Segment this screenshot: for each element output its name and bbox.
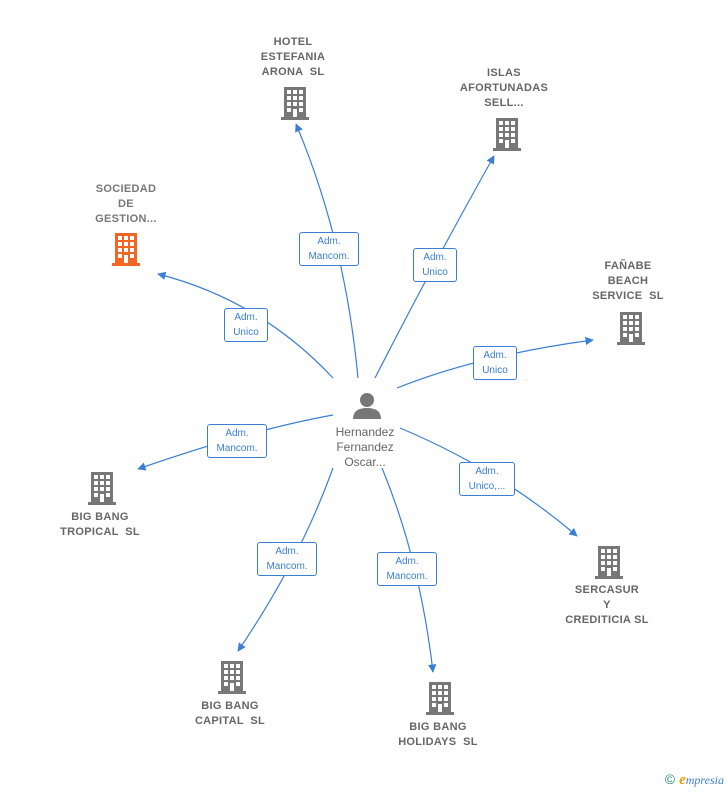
company-label-hotel-estefania[interactable]: HOTEL ESTEFANIA ARONA SL: [233, 35, 353, 80]
edge-label-big-bang-tropical[interactable]: Adm. Mancom.: [207, 424, 267, 458]
edge-label-line: Adm.: [395, 556, 419, 567]
edge-label-line: Adm.: [234, 312, 258, 323]
edge-label-line: Unico: [233, 327, 259, 338]
edge-label-line: Adm.: [475, 466, 499, 477]
brand-initial: e: [679, 772, 686, 788]
person-label-line: Hernandez: [335, 425, 395, 439]
company-label-line: BIG BANG: [71, 511, 129, 523]
person-label-line: Oscar...: [344, 455, 386, 469]
building-icon[interactable]: [218, 661, 246, 694]
edge-label-line: Mancom.: [308, 251, 350, 262]
company-label-line: FAÑABE: [604, 260, 652, 272]
company-label-line: SERVICE SL: [592, 290, 664, 302]
person-label-line: Fernandez: [336, 440, 394, 454]
company-label-big-bang-holidays[interactable]: BIG BANG HOLIDAYS SL: [378, 720, 498, 750]
building-icon[interactable]: [112, 233, 140, 266]
edge-label-line: Mancom.: [386, 571, 428, 582]
building-icon[interactable]: [88, 472, 116, 505]
company-label-big-bang-capital[interactable]: BIG BANG CAPITAL SL: [170, 699, 290, 729]
company-label-line: ESTEFANIA: [260, 51, 326, 63]
company-label-line: HOLIDAYS SL: [398, 736, 478, 748]
company-label-line: BIG BANG: [409, 721, 467, 733]
company-label-sociedad-gestion[interactable]: SOCIEDAD DE GESTION...: [66, 182, 186, 227]
building-icon[interactable]: [281, 87, 309, 120]
company-label-line: AFORTUNADAS: [459, 82, 549, 94]
company-label-sercasur[interactable]: SERCASUR Y CREDITICIA SL: [547, 583, 667, 628]
company-label-line: SERCASUR: [574, 584, 640, 596]
company-label-line: SELL...: [484, 97, 524, 109]
edge-label-line: Unico,...: [468, 481, 506, 492]
company-label-line: GESTION...: [95, 213, 157, 225]
company-label-line: DE: [118, 198, 134, 210]
edge-label-fanabe-beach[interactable]: Adm. Unico: [473, 346, 517, 380]
edge-label-line: Adm.: [225, 428, 249, 439]
company-label-line: BEACH: [607, 275, 649, 287]
building-icon[interactable]: [595, 546, 623, 579]
company-label-line: HOTEL: [273, 36, 313, 48]
edge-label-islas-afortunadas[interactable]: Adm. Unico: [413, 248, 457, 282]
edge-label-line: Adm.: [275, 546, 299, 557]
company-label-line: CREDITICIA SL: [565, 614, 649, 626]
edge-label-line: Adm.: [317, 236, 341, 247]
edge-label-line: Mancom.: [216, 443, 258, 454]
building-icon[interactable]: [493, 118, 521, 151]
company-label-fanabe-beach[interactable]: FAÑABE BEACH SERVICE SL: [568, 259, 688, 304]
copyright-icon: ©: [664, 771, 676, 787]
person-icon[interactable]: [353, 393, 381, 419]
company-label-line: BIG BANG: [201, 700, 259, 712]
edge-label-line: Unico: [422, 267, 448, 278]
company-label-line: ISLAS: [487, 67, 521, 79]
company-label-line: Y: [603, 599, 611, 611]
edge-label-line: Adm.: [423, 252, 447, 263]
edge-label-line: Unico: [482, 365, 508, 376]
brand-name: mpresia: [685, 773, 724, 787]
building-icon[interactable]: [426, 682, 454, 715]
edge-label-line: Mancom.: [266, 561, 308, 572]
edge-label-sercasur[interactable]: Adm. Unico,...: [459, 462, 515, 496]
company-label-line: CAPITAL SL: [194, 715, 266, 727]
empresia-brand[interactable]: ©empresia: [665, 771, 724, 789]
edge-label-big-bang-capital[interactable]: Adm. Mancom.: [257, 542, 317, 576]
building-icon[interactable]: [617, 312, 645, 345]
company-label-line: TROPICAL SL: [60, 526, 140, 538]
edge-label-sociedad-gestion[interactable]: Adm. Unico: [224, 308, 268, 342]
company-label-big-bang-tropical[interactable]: BIG BANG TROPICAL SL: [40, 510, 160, 540]
company-label-islas-afortunadas[interactable]: ISLAS AFORTUNADAS SELL...: [444, 66, 564, 111]
company-label-line: SOCIEDAD: [95, 183, 157, 195]
edge-label-line: Adm.: [483, 350, 507, 361]
company-label-line: ARONA SL: [261, 66, 325, 78]
edge-label-big-bang-holidays[interactable]: Adm. Mancom.: [377, 552, 437, 586]
edge-label-hotel-estefania[interactable]: Adm. Mancom.: [299, 232, 359, 266]
